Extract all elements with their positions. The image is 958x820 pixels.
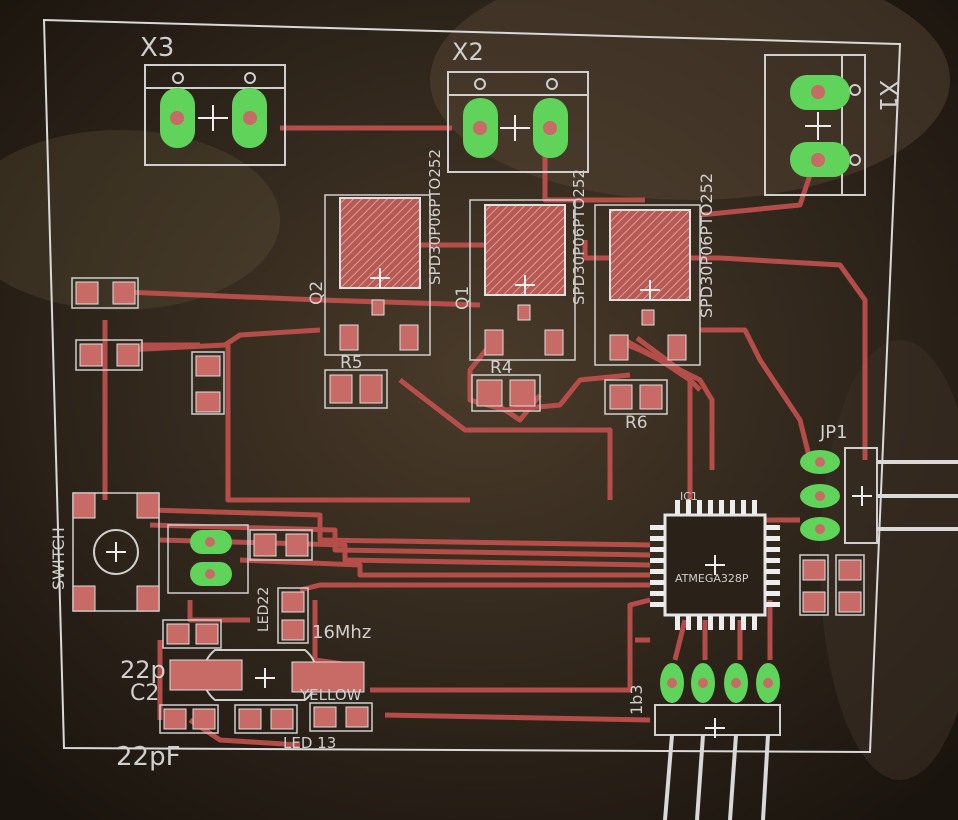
mosfet-q3: SPD30P06PTO252 — [594, 173, 716, 366]
smd-parts-right — [799, 554, 865, 616]
label-x3: X3 — [140, 33, 174, 63]
board-outline — [42, 18, 902, 754]
resistor-r4: R4 — [471, 358, 541, 412]
label-x2: X2 — [452, 38, 484, 66]
resistor-r6: R6 — [604, 379, 668, 433]
led-13: YELLOW LED 13 — [159, 686, 373, 752]
terminal-block-x1: X1 — [764, 54, 902, 196]
mosfet-q1: Q1 SPD30P06PTO252 — [453, 169, 588, 361]
header-jp1: JP1 — [800, 422, 958, 544]
terminal-block-x3: X3 — [140, 33, 286, 166]
label-c2-value: 22pF — [116, 742, 181, 772]
label-q1-part: SPD30P06PTO252 — [570, 169, 588, 305]
label-jp1: JP1 — [819, 422, 848, 443]
terminal-block-x2: X2 — [447, 38, 589, 173]
label-header-bottom: 1b3 — [627, 684, 646, 715]
chip-pins — [650, 500, 780, 630]
tactile-switch: SWITCH — [49, 492, 160, 612]
label-r6: R6 — [625, 413, 648, 433]
mosfet-q2: Q2 SPD30P06PTO252 — [307, 149, 444, 356]
reflection — [0, 130, 280, 310]
resistor-r5: R5 — [324, 353, 388, 409]
label-led-power: LED22 — [256, 587, 272, 632]
label-q3-part: SPD30P06PTO252 — [697, 173, 716, 318]
label-switch: SWITCH — [49, 527, 68, 590]
label-r5: R5 — [340, 353, 363, 373]
label-q2-part: SPD30P06PTO252 — [426, 149, 444, 285]
smd-cluster-center — [249, 529, 313, 644]
label-c1: 22p — [120, 656, 166, 684]
label-q2: Q2 — [307, 281, 327, 305]
smd-parts-left — [71, 277, 225, 415]
label-r4: R4 — [490, 358, 513, 378]
label-crystal: 16Mhz — [312, 622, 371, 643]
crystal-16mhz: 16Mhz 22p C2 22pF — [116, 619, 371, 772]
label-led-13: LED 13 — [283, 734, 336, 752]
label-q1: Q1 — [453, 286, 473, 310]
reflection — [820, 340, 958, 780]
label-led-yellow: YELLOW — [299, 686, 362, 704]
label-chip: ATMEGA328P — [675, 572, 749, 585]
label-chip-ref: IC1 — [680, 490, 698, 503]
header-bottom: 1b3 — [627, 663, 781, 820]
label-x1: X1 — [874, 80, 902, 112]
label-c2: C2 — [130, 681, 159, 706]
led-power: LED22 — [167, 524, 272, 632]
atmega-chip: ATMEGA328P IC1 — [650, 490, 780, 630]
